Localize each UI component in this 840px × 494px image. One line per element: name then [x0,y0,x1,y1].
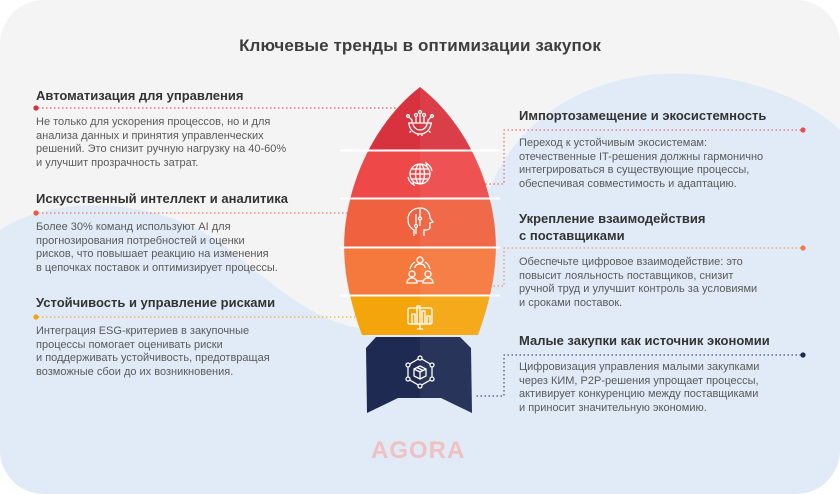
trend-import-substitution: Импортозамещение и экосистемность Перехо… [519,107,819,191]
page-title: Ключевые тренды в оптимизации закупок [239,36,601,55]
trend-description: Переход к устойчивым экосистемам: отечес… [519,137,764,190]
trend-supplier-interaction: Укрепление взаимодействия с поставщиками… [519,210,819,310]
trend-heading: Автоматизация для управления [36,88,244,103]
globe-arrows-icon [407,161,433,187]
trend-heading: Импортозамещение и экосистемность [519,108,767,123]
ai-head-icon [407,207,435,236]
trend-automation: Автоматизация для управления Не только д… [36,87,356,170]
trend-heading: Искусственный интеллект и аналитика [36,191,289,206]
gear-circuit-icon [406,109,434,136]
trend-sustainability: Устойчивость и управление рисками Интегр… [36,294,356,379]
trend-description: Цифровизация управления малыми закупками… [519,361,760,414]
trend-heading: Малые закупки как источник экономии [519,333,770,348]
trend-description: Интеграция ESG-критериев в закупочные пр… [36,325,270,378]
people-network-icon [406,256,434,284]
trend-description: Более 30% команд используют AI для прогн… [36,221,278,274]
trend-small-purchases: Малые закупки как источник экономии Цифр… [519,332,819,415]
box-network-icon [405,355,435,389]
trend-heading: Устойчивость и управление рисками [36,295,276,310]
agora-logo: AGORA [371,437,466,464]
trend-description: Обеспечьте цифровое взаимодействие: это … [519,256,758,309]
monitor-chart-icon [407,305,433,330]
trend-heading: Укрепление взаимодействия с поставщиками [519,211,706,243]
trend-description: Не только для ускорения процессов, но и … [36,116,287,169]
trend-ai-analytics: Искусственный интеллект и аналитика Боле… [36,190,356,275]
